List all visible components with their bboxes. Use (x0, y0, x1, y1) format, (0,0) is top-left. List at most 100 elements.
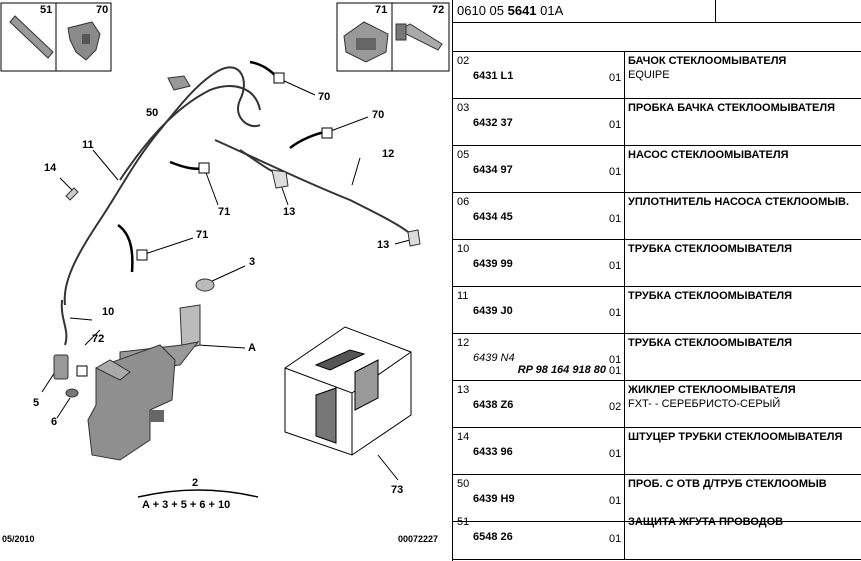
plug-50-icon (167, 75, 191, 91)
hose-lines (60, 66, 413, 346)
cap-3-icon (195, 278, 215, 292)
part-name: ПРОБ. С ОТВ Д/ТРУБ СТЕКЛООМЫВ (628, 478, 827, 490)
part-reference[interactable]: 6439 H9 (473, 493, 515, 505)
part-position: 02 (457, 55, 470, 67)
part-position: 03 (457, 102, 470, 114)
part-reference[interactable]: 6433 96 (473, 446, 513, 458)
callout-13b[interactable]: 13 (377, 239, 390, 251)
part-note: FXT- - СЕРЕБРИСТО-СЕРЫЙ (628, 398, 781, 410)
callout-14[interactable]: 14 (44, 162, 57, 174)
part-reference[interactable]: 6548 26 (473, 531, 513, 543)
part-reference[interactable]: 6434 45 (473, 211, 513, 223)
part-qty: 02 (609, 401, 622, 413)
parts-row[interactable]: 02 6431 L1 01 БАЧОК СТЕКЛООМЫВАТЕЛЯ EQUI… (453, 52, 861, 99)
part-qty: 01 (609, 533, 622, 545)
callout-72[interactable]: 72 (92, 333, 105, 345)
callout-13a[interactable]: 13 (283, 206, 296, 218)
callout-71b[interactable]: 71 (196, 229, 209, 241)
rivet-72-icon (395, 23, 443, 51)
reservoir-drawing (87, 304, 201, 461)
parts-row[interactable]: 50 6439 H9 01 ПРОБ. С ОТВ Д/ТРУБ СТЕКЛОО… (453, 475, 861, 522)
callout-70b[interactable]: 70 (372, 109, 385, 121)
part-name: НАСОС СТЕКЛООМЫВАТЕЛЯ (628, 149, 789, 161)
part-reference[interactable]: 6439 99 (473, 258, 513, 270)
part-name: БАЧОК СТЕКЛООМЫВАТЕЛЯ (628, 55, 787, 67)
callout-6[interactable]: 6 (51, 416, 58, 428)
parts-row[interactable]: 03 6432 37 01 ПРОБКА БАЧКА СТЕКЛООМЫВАТЕ… (453, 99, 861, 146)
box-label-51: 51 (40, 4, 53, 16)
callout-A[interactable]: A (248, 342, 256, 354)
callout-50[interactable]: 50 (146, 107, 159, 119)
parts-row[interactable]: 12 6439 N4 RP 98 164 918 80 01 01 ТРУБКА… (453, 334, 861, 381)
part-position: 50 (457, 478, 470, 490)
part-qty: 01 (609, 495, 622, 507)
jet-13b-icon (407, 229, 421, 247)
part-name: ТРУБКА СТЕКЛООМЫВАТЕЛЯ (628, 290, 793, 302)
parts-header: 0610 05 5641 01A (453, 0, 861, 23)
diagram-drawing (0, 2, 450, 498)
box-label-70: 70 (96, 4, 109, 16)
part-qty: 01 (609, 72, 622, 84)
part-reference[interactable]: 6432 37 (473, 117, 513, 129)
callout-10[interactable]: 10 (102, 306, 115, 318)
box-label-71: 71 (375, 4, 388, 16)
part-position: 11 (457, 290, 469, 302)
part-name: ПРОБКА БАЧКА СТЕКЛООМЫВАТЕЛЯ (628, 102, 835, 114)
clip-71-icon (343, 21, 389, 63)
part-position: 10 (457, 243, 470, 255)
part-name: ТРУБКА СТЕКЛООМЫВАТЕЛЯ (628, 243, 793, 255)
part-note: EQUIPE (628, 69, 670, 81)
part-qty: 01 (609, 307, 622, 319)
parts-row[interactable]: 05 6434 97 01 НАСОС СТЕКЛООМЫВАТЕЛЯ (453, 146, 861, 193)
pump-5-icon (53, 354, 69, 380)
diagram-date: 05/2010 (2, 534, 35, 544)
part-reference[interactable]: 6431 L1 (473, 70, 514, 82)
parts-row[interactable]: 14 6433 96 01 ШТУЦЕР ТРУБКИ СТЕКЛООМЫВАТ… (453, 428, 861, 475)
box-label-72: 72 (432, 4, 445, 16)
part-reference-alt[interactable]: RP 98 164 918 80 (517, 364, 606, 376)
callout-5[interactable]: 5 (33, 397, 40, 409)
diagram-ref-number: 00072227 (398, 534, 439, 544)
seal-6-icon (65, 388, 79, 398)
part-qty: 01 (609, 166, 622, 178)
callout-71a[interactable]: 71 (218, 206, 231, 218)
part-qty: 01 (609, 354, 622, 366)
assembly-formula: A + 3 + 5 + 6 + 10 (142, 499, 231, 511)
part-position: 13 (457, 384, 470, 396)
exploded-diagram: 51 70 71 72 70 50 70 11 12 14 71 13 71 1… (0, 2, 450, 544)
callout-73[interactable]: 73 (391, 484, 404, 496)
parts-row[interactable]: 51 6548 26 01 ЗАЩИТА ЖГУТА ПРОВОДОВ (453, 513, 861, 560)
harness-guard-icon (9, 15, 54, 59)
parts-list: 0610 05 5641 01A 02 6431 L1 01 БАЧОК СТЕ… (452, 0, 861, 561)
callout-70a[interactable]: 70 (318, 91, 331, 103)
part-position: 12 (457, 337, 470, 349)
part-position: 51 (457, 516, 470, 528)
part-position: 14 (457, 431, 470, 443)
part-position: 05 (457, 149, 470, 161)
clip-70-icon (67, 21, 101, 61)
fitting-14-icon (65, 187, 79, 201)
part-reference[interactable]: 6434 97 (473, 164, 513, 176)
part-reference[interactable]: 6439 N4 (473, 352, 515, 364)
parts-row[interactable]: 13 6438 Z6 02 ЖИКЛЕР СТЕКЛООМЫВАТЕЛЯ FXT… (453, 381, 861, 428)
callout-12[interactable]: 12 (382, 148, 395, 160)
part-name: ЗАЩИТА ЖГУТА ПРОВОДОВ (628, 516, 784, 528)
parts-row[interactable]: 10 6439 99 01 ТРУБКА СТЕКЛООМЫВАТЕЛЯ (453, 240, 861, 287)
box-73-drawing (284, 326, 412, 456)
jet-13a-icon (271, 169, 289, 189)
parts-subheader (453, 22, 861, 52)
part-name: ШТУЦЕР ТРУБКИ СТЕКЛООМЫВАТЕЛЯ (628, 431, 843, 443)
parts-row[interactable]: 11 6439 J0 01 ТРУБКА СТЕКЛООМЫВАТЕЛЯ (453, 287, 861, 334)
part-qty-alt: 01 (609, 365, 622, 377)
part-reference[interactable]: 6439 J0 (473, 305, 513, 317)
part-reference[interactable]: 6438 Z6 (473, 399, 514, 411)
parts-row[interactable]: 06 6434 45 01 УПЛОТНИТЕЛЬ НАСОСА СТЕКЛОО… (453, 193, 861, 240)
callout-11[interactable]: 11 (82, 139, 94, 151)
callout-2[interactable]: 2 (192, 477, 199, 489)
part-position: 06 (457, 196, 470, 208)
part-name: ЖИКЛЕР СТЕКЛООМЫВАТЕЛЯ (628, 384, 796, 396)
part-qty: 01 (609, 213, 622, 225)
part-qty: 01 (609, 260, 622, 272)
part-name: УПЛОТНИТЕЛЬ НАСОСА СТЕКЛООМЫВ. (628, 196, 850, 208)
callout-3[interactable]: 3 (249, 256, 256, 268)
